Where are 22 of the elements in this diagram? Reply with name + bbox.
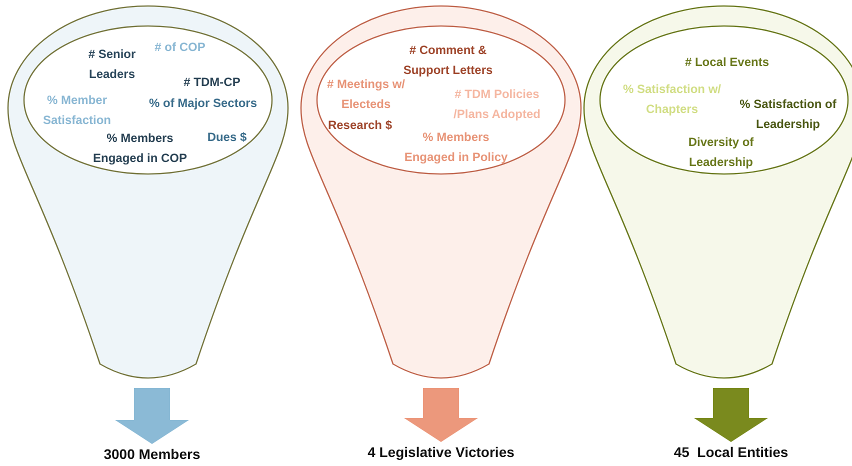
down-arrow [694,388,768,442]
down-arrow [115,388,189,444]
metric-label: # Meetings w/ Electeds [326,76,406,113]
metric-label: % Member Satisfaction [42,92,112,129]
metric-label: # Comment & Support Letters [402,42,494,79]
metric-label: # of COP [154,39,206,56]
outcome-label: 3000 Members [42,446,262,462]
metric-label: % Satisfaction of Leadership [738,96,838,133]
metric-label: Diversity of Leadership [687,134,755,171]
metric-label: % Members Engaged in Policy [403,129,509,166]
metric-label: # TDM Policies /Plans Adopted [452,86,542,123]
outcome-label: 4 Legislative Victories [331,444,551,460]
metric-label: % Satisfaction w/ Chapters [622,81,722,118]
metric-label: # Senior Leaders [87,46,137,83]
metric-label: % Members Engaged in COP [92,130,188,167]
metric-label: Research $ [326,117,394,134]
metric-label: % of Major Sectors [148,95,258,112]
down-arrow [404,388,478,442]
metric-label: # Local Events [684,54,770,71]
metric-label: # TDM-CP [182,74,242,91]
metric-label: Dues $ [206,129,248,146]
outcome-label: 45 Local Entities [621,444,841,460]
